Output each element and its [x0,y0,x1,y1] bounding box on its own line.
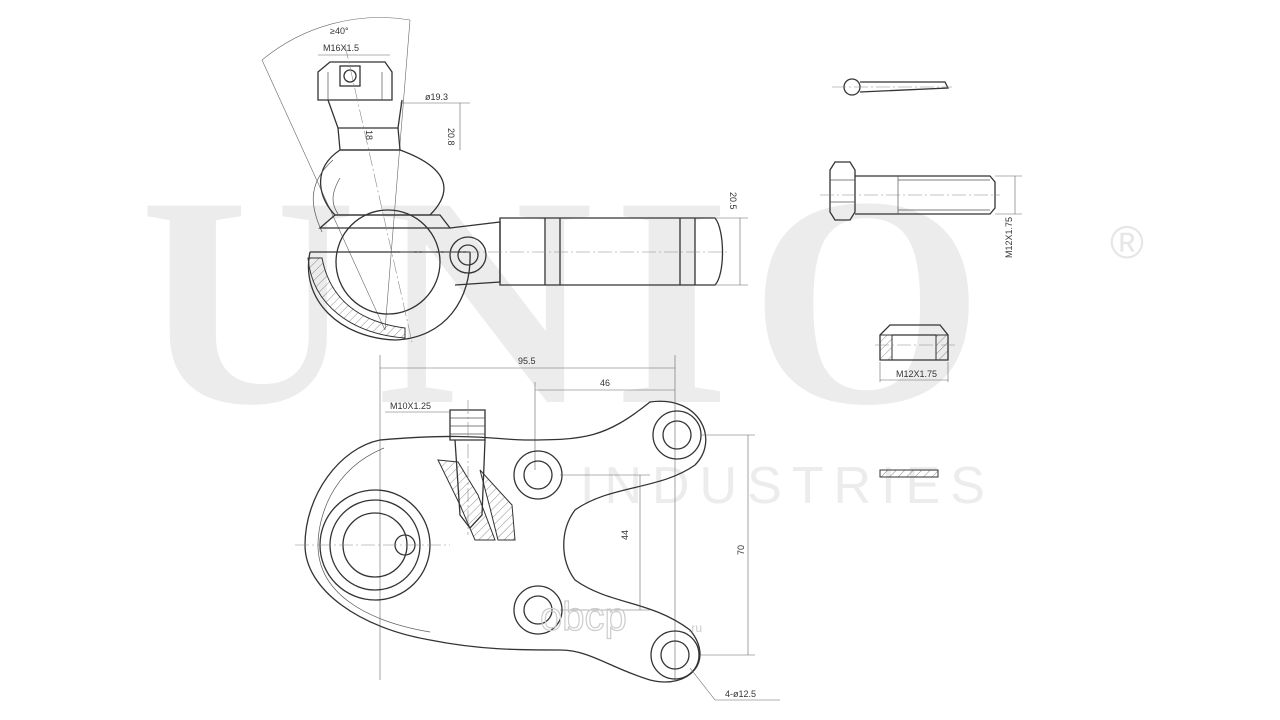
angle-arc [261,17,411,61]
pitch-44-label: 44 [620,530,630,540]
ball-housing [307,251,471,341]
holes-label: 4-ø12.5 [725,689,756,699]
site-logo-text: obcp [540,595,627,639]
mount-hole-4 [650,630,700,680]
ball-joint-top-view: 95.5 46 M10X1.25 [295,355,780,701]
bolt-thread-label: M12X1.75 [1004,217,1014,258]
unio-watermark: UNIO ® INDUSTRIES [140,135,1144,515]
taper-dia-label: ø19.3 [425,92,448,102]
total-length-label: 95.5 [518,356,536,366]
grease-thread-label: M10X1.25 [390,401,431,411]
taper-length-label: 20.8 [446,128,456,146]
angle-label: ≥40° [330,26,349,36]
site-logo-suffix: .ru [688,621,702,635]
nut-thread-label: M12X1.75 [896,369,937,379]
bolt: M12X1.75 [820,161,1022,258]
watermark-industries: INDUSTRIES [580,457,995,515]
arm-height-label: 20.5 [728,192,738,210]
pitch-70-label: 70 [736,545,746,555]
length-46-label: 46 [600,378,610,388]
washer [879,469,939,478]
castle-nut [317,61,393,101]
ball-joint-side-view: ≥40° M16X1.5 ø19.3 20.8 18 [261,17,748,343]
bolt-head [829,161,856,221]
watermark-brand: UNIO [140,135,1003,467]
watermark-registered: ® [1110,216,1144,268]
dim-18-label: 18 [364,130,374,140]
cotter-pin [832,78,952,96]
stud-thread-label: M16X1.5 [323,43,359,53]
grease-boss [449,236,487,274]
site-watermark: obcp .ru [539,594,702,639]
flange-outline [304,400,707,683]
lock-nut: M12X1.75 [875,324,955,382]
